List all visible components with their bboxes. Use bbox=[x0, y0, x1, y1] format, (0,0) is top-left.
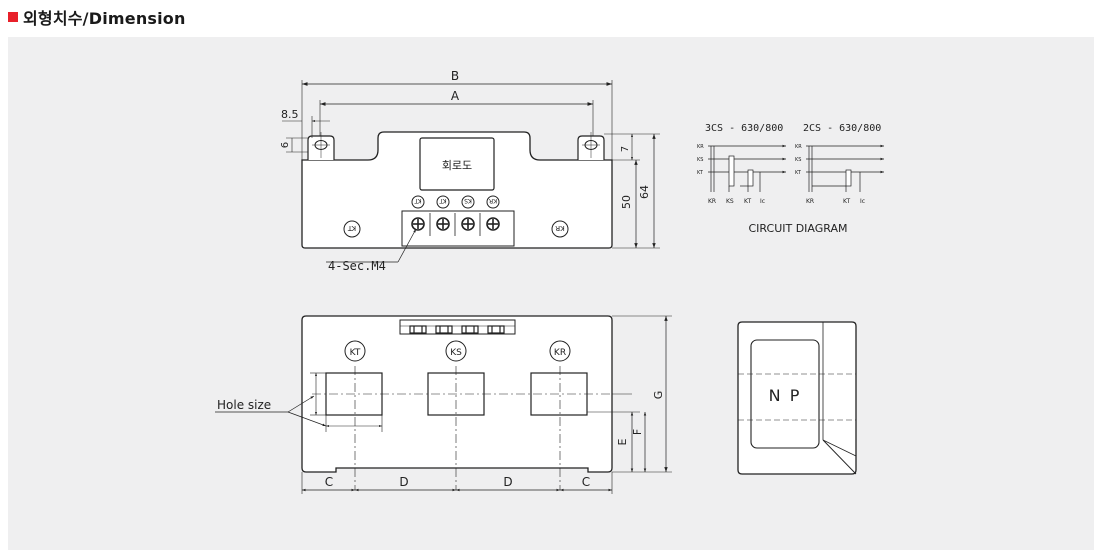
dim-7-label: 7 bbox=[620, 146, 631, 152]
dim-e-label: E bbox=[616, 438, 629, 445]
top-view bbox=[282, 80, 660, 263]
circuit-left-out-3: KT bbox=[744, 198, 751, 205]
right-mark-label: KR bbox=[555, 224, 565, 232]
dim-d-right-label: D bbox=[503, 475, 512, 489]
circuit-left-out-2: KS bbox=[726, 198, 734, 205]
dim-64-label: 64 bbox=[638, 185, 651, 199]
circuit-right-in-2: KS bbox=[795, 157, 801, 163]
circuit-right-out-3: Ic bbox=[860, 198, 865, 205]
dim-50-label: 50 bbox=[620, 195, 633, 209]
circuit-left-title: 3CS - 630/800 bbox=[705, 123, 783, 134]
circuit-box-label: 회로도 bbox=[442, 159, 472, 172]
hole-label-kt: KT bbox=[350, 348, 361, 358]
red-square-icon bbox=[8, 12, 18, 22]
dim-d-left-label: D bbox=[399, 475, 408, 489]
circuit-left-out-4: Ic bbox=[760, 198, 765, 205]
dim-g-label: G bbox=[652, 391, 665, 400]
circuit-left-out-1: KR bbox=[708, 198, 716, 205]
terminal-label-4: KR bbox=[489, 197, 497, 204]
circuit-right-out-1: KR bbox=[806, 198, 814, 205]
hole-label-kr: KR bbox=[554, 348, 566, 358]
circuit-right-out-2: KT bbox=[843, 198, 850, 205]
hole-label-ks: KS bbox=[450, 348, 462, 358]
dim-f-label: F bbox=[631, 429, 644, 435]
circuit-left-in-1: KR bbox=[697, 144, 704, 150]
section-title: 외형치수/Dimension bbox=[23, 9, 186, 28]
dim-8-5-label: 8.5 bbox=[281, 108, 299, 121]
hole-size-label: Hole size bbox=[217, 398, 271, 412]
left-mark-label: KT bbox=[347, 224, 356, 232]
terminal-label-2: KT bbox=[439, 197, 446, 204]
dim-c-right-label: C bbox=[582, 475, 590, 489]
circuit-right-in-3: KT bbox=[795, 170, 802, 176]
np-label: N P bbox=[769, 386, 802, 405]
circuit-right-title: 2CS - 630/800 bbox=[803, 123, 881, 134]
side-view bbox=[737, 321, 857, 475]
circuit-left-in-2: KS bbox=[697, 157, 703, 163]
screw-callout: 4-Sec.M4 bbox=[328, 259, 386, 273]
circuit-caption: CIRCUIT DIAGRAM bbox=[749, 222, 848, 235]
dim-a-label: A bbox=[451, 89, 460, 103]
circuit-left-in-3: KT bbox=[697, 170, 704, 176]
section-header: 외형치수/Dimension bbox=[8, 6, 186, 28]
front-view bbox=[215, 315, 672, 494]
dim-6-label: 6 bbox=[280, 142, 291, 148]
circuit-diagram bbox=[708, 144, 884, 192]
terminal-label-1: KT bbox=[414, 197, 421, 204]
terminal-label-3: KS bbox=[464, 197, 472, 204]
dim-c-left-label: C bbox=[325, 475, 333, 489]
dim-b-label: B bbox=[451, 69, 459, 83]
circuit-right-in-1: KR bbox=[795, 144, 802, 150]
